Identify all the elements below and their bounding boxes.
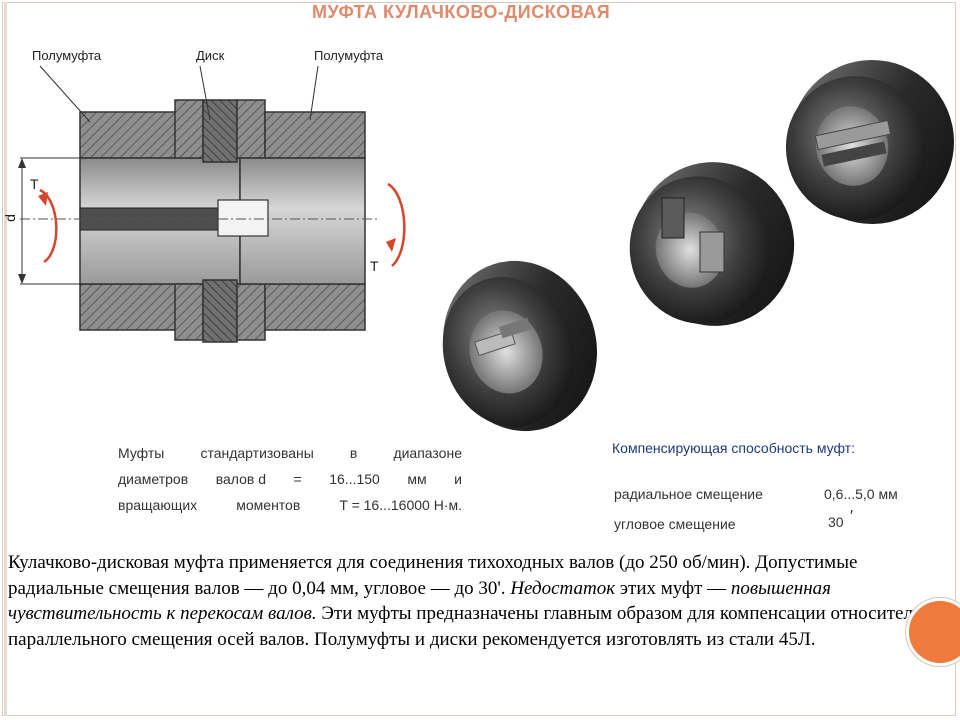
accent-circle bbox=[906, 598, 960, 666]
description-part: Кулачково-дисковая муфта применяется для… bbox=[8, 552, 858, 599]
description-emphasis: повышенная чувствительность к перекосам … bbox=[8, 577, 831, 625]
description-text: Кулачково-дисковая муфта применяется для… bbox=[8, 550, 943, 652]
spec-word: T = 16...16000 Н·м. bbox=[339, 497, 462, 513]
spec-word: 16...150 bbox=[329, 471, 380, 487]
spec-line-3: вращающих моментов T = 16...16000 Н·м. bbox=[118, 492, 462, 518]
label-torque-right: T bbox=[370, 258, 379, 274]
spec-word: диаметров bbox=[118, 471, 189, 487]
label-diameter: d bbox=[1, 214, 18, 222]
spec-word: стандартизованы bbox=[200, 445, 314, 461]
spec-standardization: Муфты стандартизованы в диапазоне диамет… bbox=[118, 440, 462, 518]
spec-word: мм bbox=[407, 471, 427, 487]
angular-offset-unit: ′ bbox=[850, 508, 853, 525]
leader-disk bbox=[199, 65, 211, 121]
label-disk: Диск bbox=[196, 48, 225, 63]
right-half-coupling bbox=[236, 99, 366, 341]
compensation-title: Компенсирующая способность муфт: bbox=[612, 440, 855, 456]
half-coupling-3d-right bbox=[785, 60, 954, 224]
label-half-coupling-right: Полумуфта bbox=[314, 48, 384, 63]
description-emphasis: Недостаток bbox=[510, 577, 616, 599]
disk-section bbox=[202, 99, 238, 343]
description-part: Эти муфты предназначены главным образом … bbox=[8, 603, 942, 650]
torque-arrowhead-left bbox=[38, 192, 48, 206]
radial-offset-label: радиальное смещение bbox=[614, 486, 763, 502]
spec-word: Муфты bbox=[118, 445, 165, 461]
slide-left-stripe bbox=[4, 2, 7, 716]
slide-title: МУФТА КУЛАЧКОВО-ДИСКОВАЯ bbox=[312, 2, 611, 22]
spec-word: диапазоне bbox=[393, 445, 462, 461]
label-half-coupling-left: Полумуфта bbox=[32, 48, 102, 63]
label-torque-left: T bbox=[30, 176, 39, 192]
dim-arrow-bottom bbox=[18, 274, 26, 284]
torque-arrowhead-right bbox=[386, 238, 396, 252]
spec-word: вращающих bbox=[118, 497, 198, 513]
coupling-diagram bbox=[18, 60, 954, 432]
spec-line-1: Муфты стандартизованы в диапазоне bbox=[118, 440, 462, 466]
description-part: этих муфт — bbox=[615, 577, 731, 599]
torque-arrow-right bbox=[387, 182, 406, 267]
spec-word: в bbox=[349, 445, 358, 461]
spec-word: моментов bbox=[236, 497, 301, 513]
spec-word: валов d bbox=[215, 471, 266, 487]
angular-offset-label: угловое смещение bbox=[614, 516, 736, 532]
disk-3d-middle bbox=[629, 162, 795, 326]
disk-tenon bbox=[217, 199, 269, 237]
leader-half-left bbox=[39, 65, 91, 123]
angular-offset-value: 30 bbox=[828, 514, 844, 530]
half-coupling-3d-left bbox=[442, 260, 598, 432]
spec-line-2: диаметров валов d = 16...150 мм и bbox=[118, 466, 462, 492]
spec-word: = bbox=[293, 471, 302, 487]
leader-half-right bbox=[309, 65, 319, 121]
dim-arrow-top bbox=[18, 158, 26, 168]
spec-word: и bbox=[454, 471, 462, 487]
radial-offset-value: 0,6...5,0 мм bbox=[824, 486, 898, 502]
